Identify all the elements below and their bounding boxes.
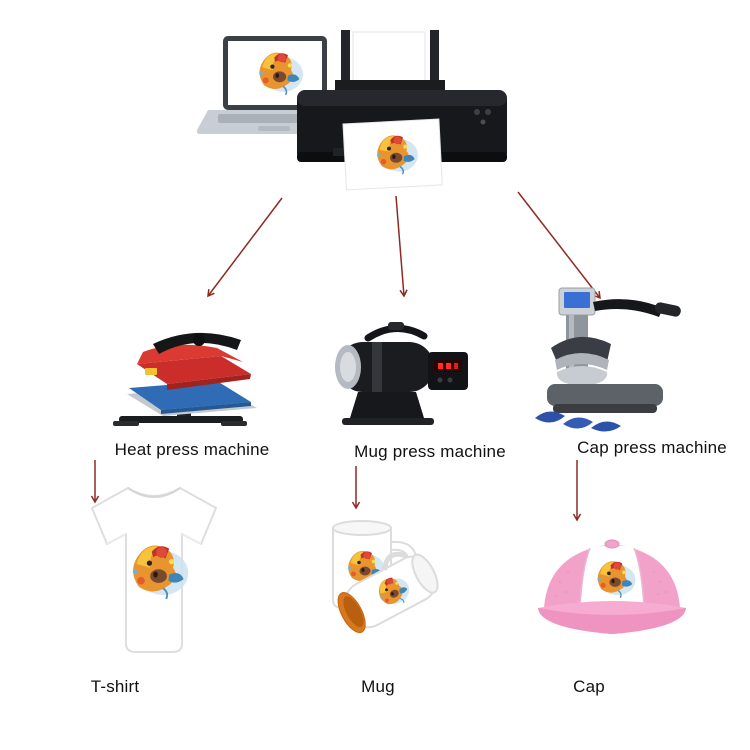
printer-image: [293, 28, 511, 196]
label-mug: Mug: [361, 677, 395, 696]
cap-press-machine-image: [533, 286, 691, 438]
label-cap: Cap: [573, 677, 605, 696]
heat-press-machine-image: [103, 302, 271, 436]
cap-image: [528, 522, 696, 664]
arrow-printer-to-heat-press: [207, 197, 283, 298]
arrow-printer-to-cap-press: [517, 191, 601, 300]
mug-image: [315, 514, 463, 656]
arrow-printer-to-mug-press: [395, 195, 408, 298]
tshirt-image: [68, 476, 240, 668]
label-tshirt: T-shirt: [90, 677, 140, 696]
label-mug-press-machine: Mug press machine: [354, 442, 506, 461]
label-heat-press-machine: Heat press machine: [114, 440, 270, 459]
label-cap-press-machine: Cap press machine: [577, 438, 727, 457]
mug-press-machine-image: [328, 316, 476, 434]
